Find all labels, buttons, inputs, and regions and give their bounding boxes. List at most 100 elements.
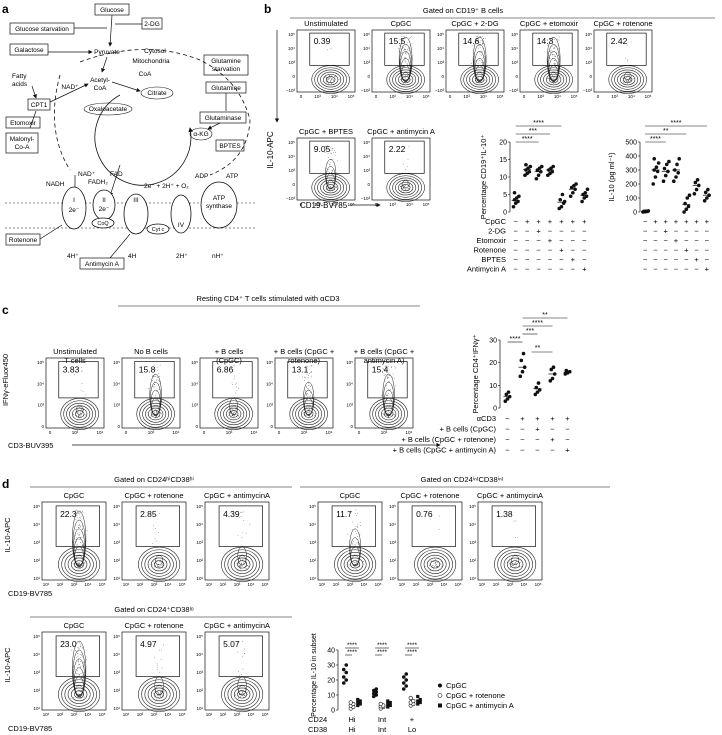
x-tick-label: 10⁴ [85,582,92,587]
event-dot [391,411,392,412]
data-point [358,702,362,706]
event-dot [326,78,328,80]
event-dot [401,79,403,81]
event-dot [440,560,442,562]
event-dot [548,55,549,57]
event-dot [405,188,407,190]
event-dot [402,38,404,40]
event-dot [82,528,83,530]
y-tick-label: 10³ [309,540,316,545]
event-dot [517,537,519,539]
event-dot [627,80,629,81]
event-dot [552,37,554,39]
event-dot [229,413,231,414]
event-dot [477,45,479,46]
event-dot [159,383,161,385]
event-dot [154,412,155,414]
event-dot [411,189,413,191]
event-dot [357,523,359,525]
event-dot [329,150,331,151]
y-tick-label: 10⁵ [437,32,444,37]
condition-sign: + [582,217,587,226]
event-dot [157,410,159,412]
event-dot [624,78,626,80]
event-dot [307,411,309,413]
condition-label: Rotenone [473,246,506,255]
event-dot [406,42,408,44]
flow-plot-title: CpGC [64,491,85,500]
data-point [653,175,658,179]
event-dot [238,565,240,567]
event-dot [334,149,335,151]
event-dot [77,527,79,528]
event-dot [354,563,356,565]
condition-label: αCD3 [477,414,496,423]
event-dot [512,565,513,566]
event-dot [401,38,403,39]
condition-sign: − [705,236,710,245]
event-dot [406,52,407,54]
event-dot [481,50,483,52]
flow-plot-frame [317,501,383,581]
event-dot [151,386,153,388]
contour [537,67,570,92]
event-dot [307,413,308,415]
event-dot [627,75,629,76]
antimycin-a-box [79,257,125,270]
event-dot [355,526,357,527]
event-dot [554,79,556,80]
contour [314,67,347,92]
flow-plot-title: CpGC + rotenone [125,621,184,630]
event-dot [385,411,387,412]
condition-sign: + [653,217,658,226]
event-dot [80,698,82,699]
event-dot [154,382,156,383]
event-dot [510,565,512,567]
y-tick-label: 10² [196,558,203,563]
y-tick-label: 10⁵ [288,32,295,37]
event-dot [233,396,235,398]
condition-sign: − [674,265,679,274]
panel-b: Gated on CD19⁺ B cellsIL-10-APCCD19-BV78… [266,6,715,274]
event-dot [481,57,483,59]
event-dot [405,75,407,77]
event-dot [354,562,355,563]
event-dot [75,650,77,651]
flow-plot: + B cells (CpGC +rotenone)13.1010³10⁴10⁵… [266,347,335,435]
atp-label: ATP [226,173,238,180]
event-dot [73,414,74,415]
event-dot [78,690,79,692]
complex-ii-label: II [102,197,106,204]
event-dot [310,417,311,418]
event-dot [326,185,328,187]
event-dot [157,563,158,565]
contour [400,184,411,192]
x-tick-label: 10⁵ [99,712,106,717]
y-tick-label: 10⁴ [469,522,476,527]
event-dot [308,408,310,410]
event-dot [348,565,350,567]
data-point [520,369,525,374]
event-dot [356,561,357,562]
panel-c-header: Resting CD4⁺ T cells stimulated with αCD… [196,294,339,303]
event-dot [355,567,357,569]
contour [73,667,85,697]
event-dot [157,691,159,692]
condition-sign: − [643,236,648,245]
malonyl-coa-label: Malonyl-Co-A [10,136,35,151]
event-dot [629,77,630,79]
condition-sign: − [694,227,699,236]
event-dot [82,663,84,665]
x-tick-label: 10⁴ [628,94,635,99]
event-dot [389,389,391,390]
event-dot [154,696,155,698]
flow-plot-frame [45,357,105,429]
event-dot [391,366,392,368]
event-dot [76,512,78,514]
cd24-row-label: CD24 [308,715,327,724]
event-dot [480,36,482,38]
complex-ii [92,189,116,221]
contour [326,173,335,189]
